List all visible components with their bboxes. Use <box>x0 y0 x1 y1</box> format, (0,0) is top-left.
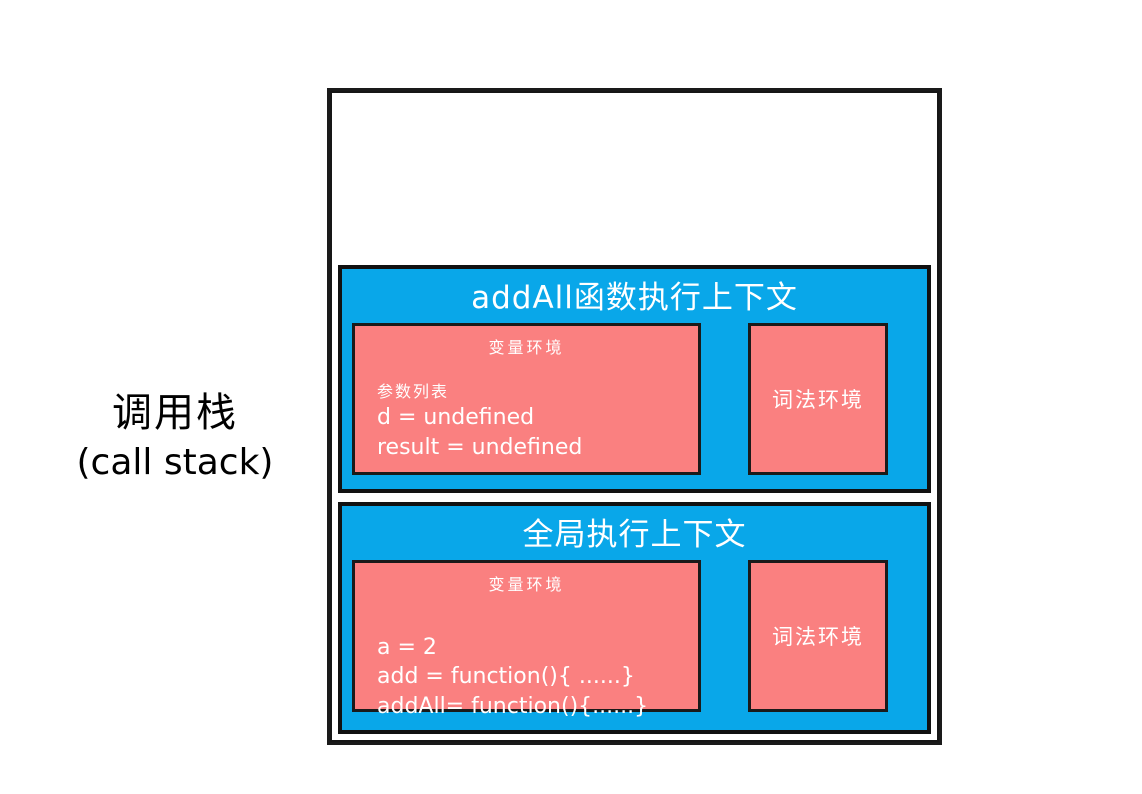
execution-context-global-body: 变量环境 a = 2 add = function(){ ......} add… <box>352 560 917 719</box>
execution-context-addall-title: addAll函数执行上下文 <box>471 280 798 316</box>
variable-environment-global[interactable]: 变量环境 a = 2 add = function(){ ......} add… <box>352 560 701 719</box>
call-stack-frame: addAll函数执行上下文 变量环境 参数列表 d = undefined re… <box>327 88 942 745</box>
lexical-environment-global[interactable]: 词法环境 <box>748 560 888 713</box>
lexical-environment-global-label: 词法环境 <box>772 625 864 650</box>
lexical-environment-addall-label: 词法环境 <box>772 388 864 413</box>
variable-environment-addall[interactable]: 变量环境 参数列表 d = undefined result = undefin… <box>352 323 701 476</box>
lexical-environment-addall[interactable]: 词法环境 <box>748 323 888 476</box>
execution-context-global-title: 全局执行上下文 <box>522 517 747 553</box>
execution-context-addall[interactable]: addAll函数执行上下文 变量环境 参数列表 d = undefined re… <box>338 265 931 493</box>
call-stack-caption-english: (call stack) <box>76 442 274 483</box>
variable-environment-global-lines: a = 2 add = function(){ ......} addAll= … <box>355 633 698 721</box>
variable-environment-addall-line-0: 参数列表 <box>377 382 450 402</box>
variable-environment-addall-lines: 参数列表 d = undefined result = undefined <box>355 382 698 462</box>
execution-context-addall-body: 变量环境 参数列表 d = undefined result = undefin… <box>352 323 917 476</box>
execution-context-global[interactable]: 全局执行上下文 变量环境 a = 2 add = function(){ ...… <box>338 502 931 734</box>
variable-environment-global-heading: 变量环境 <box>488 575 565 595</box>
call-stack-frames-list: addAll函数执行上下文 变量环境 参数列表 d = undefined re… <box>332 93 937 740</box>
variable-environment-addall-line-2: result = undefined <box>377 434 583 460</box>
variable-environment-global-line-2: addAll= function(){......} <box>377 693 649 719</box>
call-stack-caption: 调用栈 (call stack) <box>40 388 310 485</box>
variable-environment-addall-line-1: d = undefined <box>377 405 535 431</box>
variable-environment-global-line-0: a = 2 <box>377 635 437 661</box>
variable-environment-addall-heading: 变量环境 <box>488 338 565 358</box>
call-stack-caption-chinese: 调用栈 <box>112 390 238 436</box>
variable-environment-global-line-1: add = function(){ ......} <box>377 664 635 690</box>
